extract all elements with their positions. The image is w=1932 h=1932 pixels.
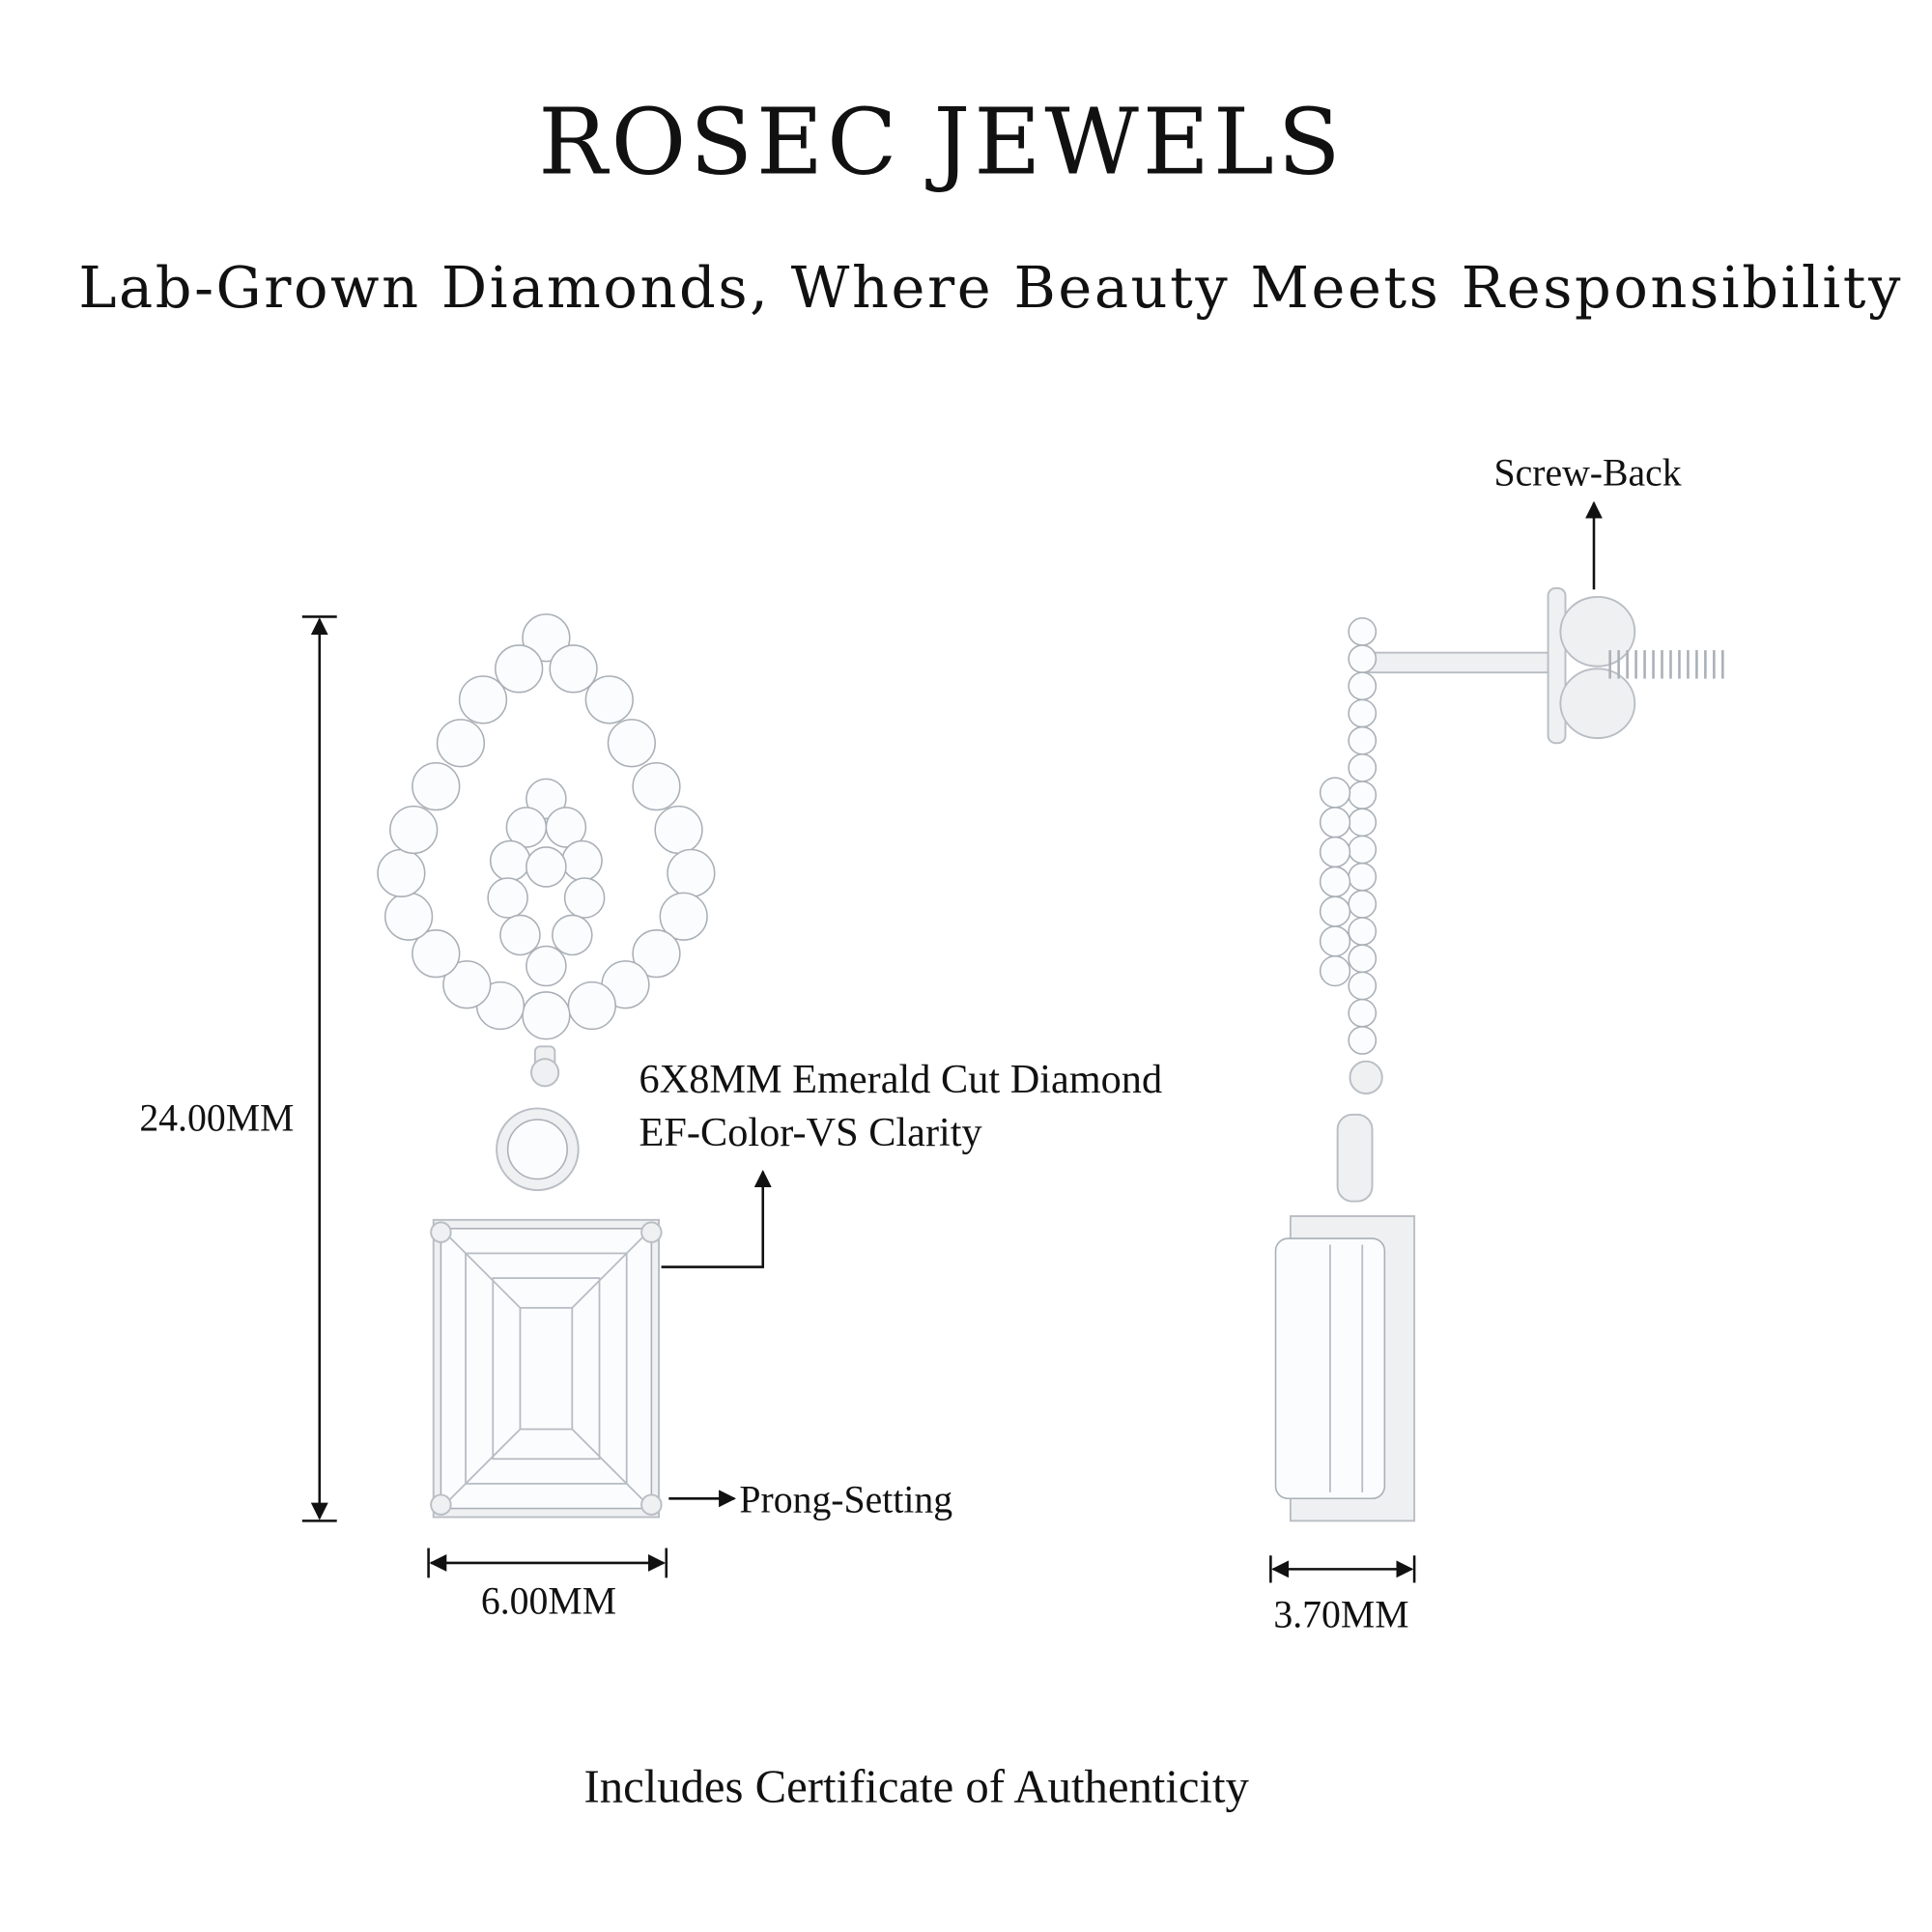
diamond (584, 675, 634, 724)
diamond (1348, 671, 1378, 701)
stone-spec-line2: EF-Color-VS Clarity (639, 1110, 982, 1155)
diamond (667, 848, 716, 897)
diamond (632, 761, 681, 811)
screw-thread (1608, 650, 1724, 679)
front-width-label: 6.00MM (481, 1580, 616, 1623)
diamond (1319, 807, 1351, 838)
diamond (561, 839, 603, 882)
diamond (545, 807, 587, 848)
diamond (1348, 944, 1378, 974)
tagline: Lab-Grown Diamonds, Where Beauty Meets R… (78, 254, 1903, 321)
diamond (1348, 917, 1378, 946)
front-earring-view (377, 613, 716, 1519)
diamond (526, 846, 567, 888)
diamond (659, 892, 708, 941)
diamond (458, 675, 508, 724)
backing-disc (1547, 587, 1567, 745)
diamond (1348, 644, 1378, 673)
side-width-label: 3.70MM (1273, 1594, 1408, 1636)
diamond (1348, 862, 1378, 892)
diamond (442, 960, 492, 1009)
diamond (563, 877, 606, 919)
diamond (377, 848, 426, 897)
side-earring-view (1274, 587, 1724, 1522)
diamond (499, 914, 541, 956)
diamond (549, 644, 598, 694)
diamond (522, 613, 571, 663)
diamond (654, 805, 703, 855)
inner-cluster-diamonds (487, 778, 606, 987)
emerald-cut-diamond (432, 1218, 661, 1519)
backing-wing (1559, 668, 1636, 740)
diamond (1348, 725, 1378, 755)
stone-spec-line1: 6X8MM Emerald Cut Diamond (639, 1057, 1163, 1102)
stone-callout-arrow (661, 1170, 772, 1268)
halo-diamonds (377, 613, 716, 1040)
diamond (1348, 781, 1378, 810)
diamond (1348, 753, 1378, 782)
bezel-diamond (506, 1119, 568, 1180)
diamond (1319, 895, 1351, 927)
height-label: 24.00MM (139, 1097, 294, 1140)
side-link (1349, 1060, 1383, 1095)
diamond (1348, 835, 1378, 865)
diamond (1348, 616, 1378, 646)
backing-wing (1559, 595, 1636, 668)
diamond (526, 778, 567, 820)
diamond (526, 945, 567, 987)
diamond (384, 892, 434, 941)
certificate-note: Includes Certificate of Authenticity (584, 1760, 1250, 1812)
diamond (1348, 1026, 1378, 1055)
diamond (1348, 808, 1378, 838)
diamond (1319, 954, 1351, 987)
diamond (389, 805, 439, 855)
side-bezel (1336, 1113, 1374, 1203)
diamond (1319, 777, 1351, 809)
diamond (1348, 998, 1378, 1028)
prong-setting-label: Prong-Setting (739, 1478, 952, 1520)
diamond (495, 644, 544, 694)
diamond (567, 980, 616, 1031)
diamond (1348, 698, 1378, 728)
diamond (489, 839, 531, 882)
diamond (412, 761, 461, 811)
diamond (607, 719, 656, 768)
post (1367, 651, 1555, 674)
link-loop (530, 1058, 560, 1088)
diamond (1348, 971, 1378, 1001)
diamond (522, 991, 571, 1040)
prongs (430, 1221, 663, 1516)
side-diamond-column (1319, 616, 1378, 1055)
brand-title: ROSEC JEWELS (538, 89, 1344, 195)
diamond (412, 929, 461, 979)
diamond (1319, 866, 1351, 897)
diamond (632, 929, 681, 979)
diamond (487, 877, 528, 919)
diamond (436, 719, 486, 768)
diamond (1348, 890, 1378, 919)
screw-back-label: Screw-Back (1494, 452, 1682, 495)
diamond (552, 914, 593, 956)
diamond (1319, 836, 1351, 868)
diamond (1319, 925, 1351, 957)
